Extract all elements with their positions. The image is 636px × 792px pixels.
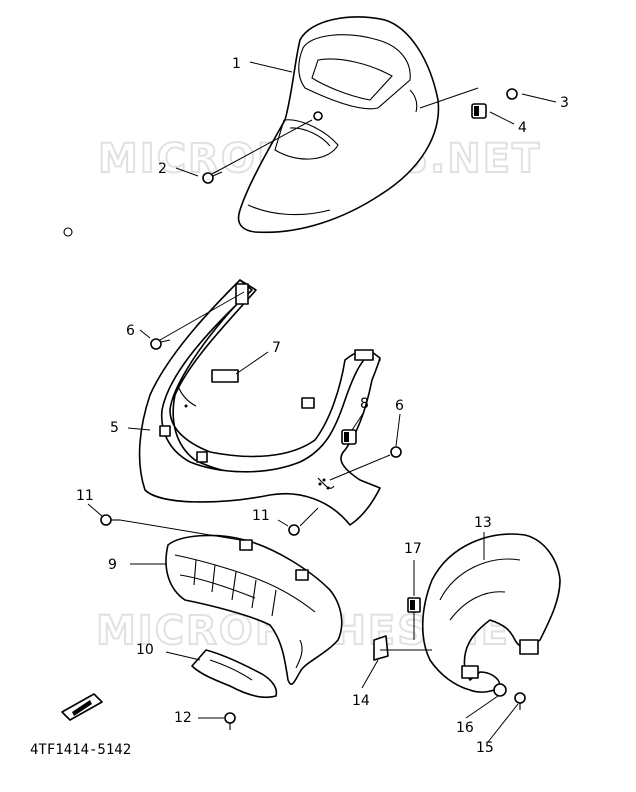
part-14-label xyxy=(373,635,389,661)
callout-11b: 11 xyxy=(252,508,270,524)
callout-3: 3 xyxy=(560,95,569,111)
part-2-screw xyxy=(202,171,223,184)
callout-9: 9 xyxy=(108,557,117,573)
emblem xyxy=(61,693,103,721)
part-4-nut xyxy=(471,103,487,119)
part-11-bolt-left xyxy=(100,514,120,526)
diagram-code: 4TF1414-5142 xyxy=(30,742,131,758)
part-12-screw xyxy=(224,712,236,730)
callout-6b: 6 xyxy=(395,398,404,414)
callout-17: 17 xyxy=(404,541,422,557)
part-6-screw-right xyxy=(390,446,402,458)
callout-1: 1 xyxy=(232,56,241,72)
callout-10: 10 xyxy=(136,642,154,658)
callout-13: 13 xyxy=(474,515,492,531)
small-mark xyxy=(63,227,73,237)
callout-14: 14 xyxy=(352,693,370,709)
part-16-washer xyxy=(493,683,507,697)
part-13-front-fender xyxy=(421,533,561,693)
callout-6a: 6 xyxy=(126,323,135,339)
part-8-nut xyxy=(341,429,357,445)
part-5-headlight-cowl xyxy=(138,279,381,526)
part-11-bolt-right xyxy=(288,524,300,536)
part-10-bracket xyxy=(191,649,278,699)
leader-lines xyxy=(87,61,557,743)
callout-4: 4 xyxy=(518,120,527,136)
part-1-front-cowl xyxy=(237,16,440,234)
callout-11a: 11 xyxy=(76,488,94,504)
callout-7: 7 xyxy=(272,340,281,356)
part-15-bolt xyxy=(514,692,526,710)
part-17-spacer xyxy=(407,597,421,613)
callout-12: 12 xyxy=(174,710,192,726)
callout-numbers: 1 2 3 4 5 6 7 8 6 11 11 9 10 12 13 17 14… xyxy=(76,56,569,756)
part-3-screw xyxy=(506,88,518,100)
callout-2: 2 xyxy=(158,161,167,177)
callout-16: 16 xyxy=(456,720,474,736)
part-6-screw-upper xyxy=(150,338,171,350)
callout-5: 5 xyxy=(110,420,119,436)
callout-15: 15 xyxy=(476,740,494,756)
part-9-inner-panel xyxy=(165,534,343,685)
callout-8: 8 xyxy=(360,396,369,412)
